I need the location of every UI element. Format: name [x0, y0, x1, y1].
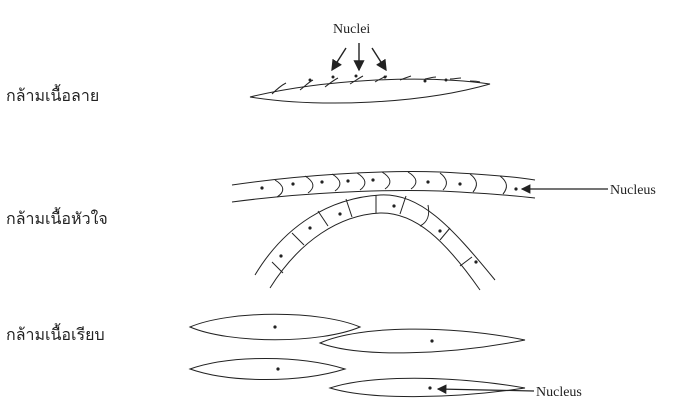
nucleus-dot — [309, 79, 312, 82]
nucleus-dot — [279, 254, 282, 257]
intercalated-disc — [440, 173, 446, 190]
upper-fiber-top — [232, 172, 535, 185]
nucleus-dot — [438, 229, 441, 232]
arch-partition — [440, 228, 450, 240]
cardiac-muscle-fibers — [232, 172, 535, 290]
nucleus-dot — [338, 212, 341, 215]
smooth-nucleus-arrow — [438, 389, 534, 391]
arch-fiber-outer — [255, 195, 495, 280]
striation — [450, 78, 461, 79]
nucleus-dot — [474, 260, 477, 263]
intercalated-disc — [305, 176, 313, 193]
arch-fiber-inner — [270, 213, 480, 290]
arch-partition — [292, 233, 304, 245]
nuclei-arrows — [332, 43, 386, 70]
nucleus-dot — [346, 179, 349, 182]
intercalated-disc — [357, 173, 365, 190]
arch-partition — [460, 257, 472, 266]
arch-partition — [400, 196, 406, 214]
nucleus-dot — [371, 178, 374, 181]
smooth-muscle-cells — [190, 314, 525, 396]
nucleus-dot — [392, 204, 395, 207]
nucleus-dot — [332, 76, 335, 79]
nucleus-dot — [458, 182, 461, 185]
nuclei-label: Nuclei — [333, 22, 370, 37]
arrow — [372, 48, 386, 70]
arch-partition — [346, 199, 352, 217]
intercalated-disc — [382, 172, 390, 189]
arch-partition — [272, 262, 283, 273]
nucleus-dot — [291, 182, 294, 185]
nucleus-dot — [426, 180, 429, 183]
nucleus-dot — [273, 325, 276, 328]
nucleus-dot — [430, 339, 433, 342]
nucleus-dot — [424, 80, 427, 83]
nucleus-dot — [320, 180, 323, 183]
striation — [300, 80, 313, 90]
nucleus-dot — [355, 75, 358, 78]
intercalated-disc — [275, 180, 283, 197]
smooth-nuclei — [273, 325, 433, 389]
intercalated-disc — [408, 172, 416, 189]
nucleus-dot — [445, 79, 448, 82]
striation — [272, 83, 286, 94]
nucleus-dot — [276, 367, 279, 370]
intercalated-disc — [500, 176, 506, 194]
skeletal-muscle-fiber — [250, 76, 490, 103]
arch-partition — [318, 211, 328, 226]
intercalated-disc — [470, 174, 476, 192]
striation — [425, 77, 436, 79]
smooth-cell — [190, 359, 345, 380]
smooth-cell — [320, 329, 525, 353]
smooth-nucleus-label: Nucleus — [536, 385, 582, 400]
arrow — [332, 48, 346, 70]
skeletal-fiber-outline — [250, 79, 490, 103]
nucleus-dot — [514, 187, 517, 190]
nucleus-dot — [428, 386, 431, 389]
nucleus-dot — [384, 76, 387, 79]
cardiac-nucleus-label: Nucleus — [610, 183, 656, 198]
nucleus-dot — [308, 226, 311, 229]
nucleus-dot — [260, 186, 263, 189]
intercalated-disc — [332, 174, 340, 191]
smooth-cell — [330, 378, 525, 396]
